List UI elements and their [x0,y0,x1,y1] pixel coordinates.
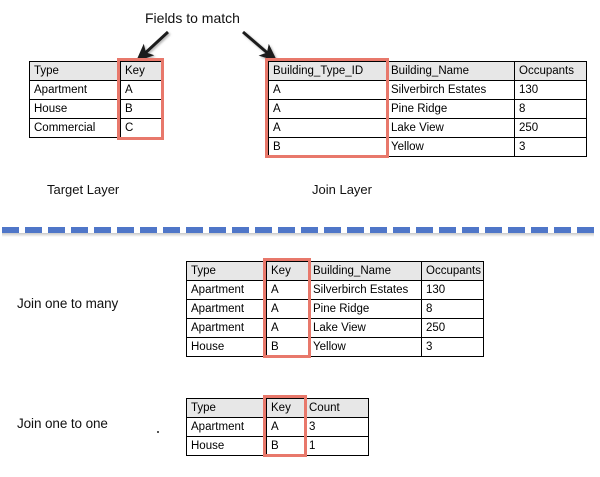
table-row: House B 1 [186,436,369,456]
column-header-building-name: Building_Name [308,261,422,281]
arrow-to-join-key [242,30,278,62]
table-row: Apartment A Lake View 250 [186,318,484,338]
cell-key: A [266,318,309,338]
fields-to-match-label: Fields to match [145,10,240,26]
column-header-occupants: Occupants [514,61,587,81]
cell-type: Apartment [29,80,121,100]
table-row: B Yellow 3 [268,137,587,157]
cell-occupants: 250 [514,118,587,138]
cell-building-name: Lake View [386,118,515,138]
join-layer-table: Building_Type_ID Building_Name Occupants… [268,61,587,157]
cell-type: Apartment [186,280,267,300]
arrow-to-target-key [135,30,170,62]
target-layer-caption: Target Layer [47,182,120,197]
cell-building-name: Silverbirch Estates [308,280,422,300]
cell-key: B [266,337,309,357]
cell-building-name: Pine Ridge [386,99,515,119]
column-header-type: Type [186,398,267,418]
join-layer-caption: Join Layer [312,182,372,197]
table-row: Apartment A Silverbirch Estates 130 [186,280,484,300]
cell-type: Apartment [186,318,267,338]
join-one-to-many-label: Join one to many [17,296,119,311]
column-header-building-type-id: Building_Type_ID [268,61,387,81]
table-row: A Lake View 250 [268,118,587,138]
one-to-one-result-table: Type Key Count Apartment A 3 House B 1 [186,398,369,456]
one-to-many-result-table: Type Key Building_Name Occupants Apartme… [186,261,484,357]
table-header-row: Building_Type_ID Building_Name Occupants [268,61,587,81]
cell-key: A [266,299,309,319]
column-header-key: Key [120,61,162,81]
cell-building-type-id: A [268,118,387,138]
table-row: Commercial C [29,118,162,138]
cell-occupants: 3 [514,137,587,157]
cell-type: House [29,99,121,119]
table-row: A Silverbirch Estates 130 [268,80,587,100]
cell-occupants: 3 [421,337,484,357]
table-row: House B [29,99,162,119]
cell-building-name: Pine Ridge [308,299,422,319]
cell-building-name: Yellow [386,137,515,157]
cell-type: Apartment [186,299,267,319]
table-row: A Pine Ridge 8 [268,99,587,119]
cell-building-name: Yellow [308,337,422,357]
column-header-type: Type [186,261,267,281]
cell-occupants: 250 [421,318,484,338]
table-row: Apartment A 3 [186,417,369,437]
stray-dot [157,431,159,433]
column-header-occupants: Occupants [421,261,484,281]
table-row: House B Yellow 3 [186,337,484,357]
cell-count: 3 [304,417,369,437]
cell-building-name: Silverbirch Estates [386,80,515,100]
table-header-row: Type Key Building_Name Occupants [186,261,484,281]
cell-building-name: Lake View [308,318,422,338]
cell-building-type-id: A [268,80,387,100]
cell-key: C [120,118,162,138]
cell-occupants: 8 [421,299,484,319]
cell-count: 1 [304,436,369,456]
table-row: Apartment A [29,80,162,100]
table-header-row: Type Key Count [186,398,369,418]
cell-type: House [186,436,267,456]
cell-key: A [120,80,162,100]
join-one-to-one-label: Join one to one [17,416,108,431]
cell-building-type-id: B [268,137,387,157]
cell-type: House [186,337,267,357]
column-header-building-name: Building_Name [386,61,515,81]
column-header-key: Key [266,261,309,281]
cell-type: Apartment [186,417,267,437]
cell-type: Commercial [29,118,121,138]
cell-key: B [120,99,162,119]
cell-occupants: 130 [514,80,587,100]
cell-key: A [266,280,309,300]
column-header-key: Key [266,398,305,418]
section-divider [0,227,600,237]
table-header-row: Type Key [29,61,162,81]
cell-key: A [266,417,305,437]
table-row: Apartment A Pine Ridge 8 [186,299,484,319]
column-header-count: Count [304,398,369,418]
column-header-type: Type [29,61,121,81]
target-layer-table: Type Key Apartment A House B Commercial … [29,61,162,138]
cell-occupants: 8 [514,99,587,119]
cell-key: B [266,436,305,456]
cell-building-type-id: A [268,99,387,119]
cell-occupants: 130 [421,280,484,300]
